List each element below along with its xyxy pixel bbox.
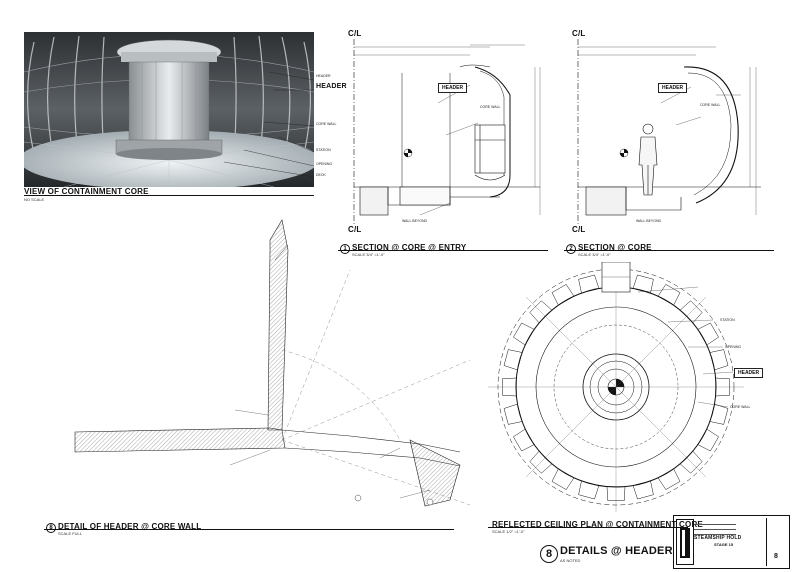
sec2-number: 2: [566, 244, 576, 254]
render-label-station: STATION: [316, 148, 331, 152]
sec1-header-callout: HEADER: [438, 83, 468, 93]
sec2-cl-top: C/L: [572, 29, 586, 38]
view1-title: VIEW OF CONTAINMENT CORE: [24, 187, 149, 196]
view1-scale: NO SCALE: [24, 197, 45, 202]
title-block-project: STEAMSHIP HOLD: [694, 535, 742, 541]
render-label-core-wall: CORE WALL: [316, 122, 337, 126]
title-block-sheet-no: 8: [774, 553, 779, 560]
render-leaders: [223, 71, 315, 178]
sec1-cl-top: C/L: [348, 29, 362, 38]
title-block-stage: STAGE 15: [714, 542, 734, 547]
detail-title-rule: [44, 529, 454, 530]
view-section-core: C/L C/L HEADER CORE WALL WALL BEY: [566, 25, 791, 260]
sec2-scale: SCALE 3/4" =1'-0": [578, 252, 611, 257]
sec1-title: SECTION @ CORE @ ENTRY: [352, 243, 467, 252]
sec1-cl-bottom: C/L: [348, 225, 362, 234]
sec2-core-wall-label: CORE WALL: [700, 103, 721, 107]
title-block: STEAMSHIP HOLD STAGE 15 8: [673, 515, 790, 569]
render-label-deck: DECK: [316, 173, 326, 177]
plan-title: REFLECTED CEILING PLAN @ CONTAINMENT COR…: [492, 520, 703, 529]
detail-header-drawing: [74, 219, 471, 507]
sec1-core-wall-label: CORE WALL: [480, 105, 501, 109]
sec2-wall-beyond-label: WALL BEYOND: [636, 219, 662, 223]
ceiling-plan-drawing: [488, 262, 744, 512]
plan-label-core-wall: CORE WALL: [730, 405, 751, 409]
plan-header-callout: HEADER: [734, 368, 764, 378]
render-label-header: HEADER: [316, 74, 331, 78]
sec1-number: 1: [340, 244, 350, 254]
render-label-opening: OPENING: [316, 162, 333, 166]
render-header-callout: HEADER: [316, 83, 347, 90]
sec1-title-rule: [338, 250, 548, 251]
sec2-title: SECTION @ CORE: [578, 243, 652, 252]
title-block-notes: [694, 518, 736, 564]
view1-title-rule: [24, 195, 314, 196]
sec2-title-rule: [564, 250, 774, 251]
detail-scale: SCALE FULL: [58, 531, 83, 536]
sec1-scale: SCALE 3/4" =1'-0": [352, 252, 385, 257]
plan-label-opening: OPENING: [725, 345, 742, 349]
section1-drawing: [353, 39, 541, 225]
sheet-title: DETAILS @ HEADER: [560, 545, 673, 557]
view-containment-core: HEADER HEADER CORE WALL STATION OPENING …: [24, 32, 347, 202]
core-render-image: [24, 32, 314, 187]
detail-number: 8: [46, 523, 56, 533]
plan-scale: SCALE 1/2" =1'-0": [492, 529, 525, 534]
detail-title: DETAIL OF HEADER @ CORE WALL: [58, 522, 202, 531]
view-section-core-entry: C/L C/L: [340, 25, 565, 260]
sheet-scale: AS NOTED: [560, 558, 581, 563]
plan-title-rule: [488, 527, 688, 528]
sheet-number: 8: [540, 545, 558, 563]
sec2-header-callout: HEADER: [658, 83, 688, 93]
title-block-logo: [676, 519, 694, 565]
title-block-divider: [766, 518, 767, 566]
plan-label-station: STATION: [720, 318, 735, 322]
section2-drawing: [577, 39, 761, 225]
sec2-cl-bottom: C/L: [572, 225, 586, 234]
sec1-wall-beyond-label: WALL BEYOND: [402, 219, 428, 223]
